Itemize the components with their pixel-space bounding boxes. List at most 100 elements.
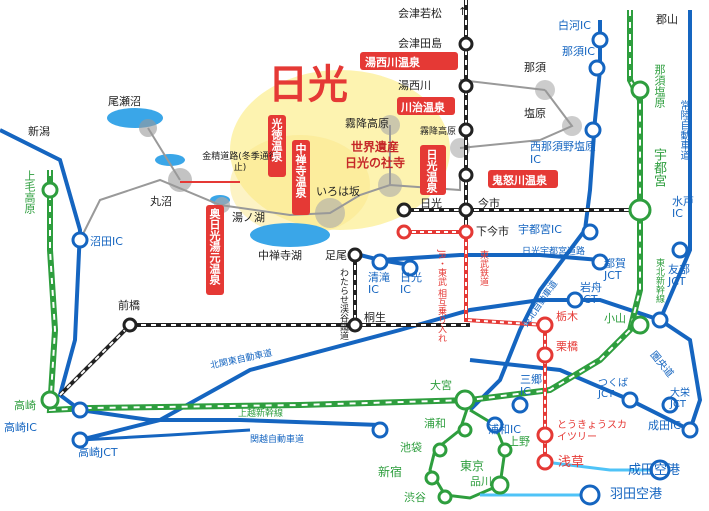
ic-otama: 大栄JCT xyxy=(670,388,690,410)
road-tobu: 東武鉄道 xyxy=(478,250,488,286)
onsen-kotoku: 光徳温泉 xyxy=(270,118,283,162)
station-ueno: 上野 xyxy=(508,435,530,448)
road-kanetsu: 関越自動車道 xyxy=(250,435,305,445)
station-skytree: とうきょうスカイツリー xyxy=(557,420,627,443)
onsen-kinugawa-bg xyxy=(488,170,558,188)
station-nikko: 日光 xyxy=(420,197,442,210)
station-kirifuri-small: 霧降高原 xyxy=(420,127,457,137)
station-jomokogen: 上毛高原 xyxy=(23,170,36,214)
road-kinrei: 金精道路(冬季通行止) xyxy=(202,152,278,173)
station-omiya: 大宮 xyxy=(430,379,452,392)
yamanote-line xyxy=(428,399,507,500)
ic-tsukuba: つくばJCT xyxy=(598,378,628,400)
arrow-north: ↑ xyxy=(458,5,468,18)
label-koriyama: 郡山 xyxy=(656,13,678,26)
ic-takasaki-jct: 高崎JCT xyxy=(78,446,118,459)
ic-misato: 三郷IC xyxy=(520,373,542,399)
onsen-kawaji-bg xyxy=(397,97,455,115)
tohoku-expressway xyxy=(468,20,602,412)
station-shimoimaichi: 下今市 xyxy=(476,225,509,238)
road-tohoku-shinkansen: 東北新幹線 xyxy=(654,258,664,303)
onsen-yumoto-bg xyxy=(206,205,224,295)
station-nasu: 那須 xyxy=(524,61,546,74)
onsen-chuzenji: 中禅寺温泉 xyxy=(294,143,307,198)
label-niigata: 新潟 xyxy=(28,125,50,138)
station-asakusa: 浅草 xyxy=(558,455,585,470)
ic-nasu: 那須IC xyxy=(562,45,595,58)
airport-narita: 成田空港 xyxy=(628,463,681,478)
onsen-chuzenji-bg xyxy=(292,140,310,215)
station-urawa: 浦和 xyxy=(424,417,446,430)
ic-takasaki: 高崎IC xyxy=(4,421,37,434)
ic-utsunomiya: 宇都宮IC xyxy=(518,223,562,236)
ic-urawa: 浦和IC xyxy=(488,423,521,436)
road-shiobara xyxy=(459,89,574,149)
chuzenji-lake xyxy=(250,223,330,247)
road-ozenuma xyxy=(147,127,181,181)
station-kirifuri-kogen: 霧降高原 xyxy=(345,117,389,130)
onsen-kinugawa: 鬼怒川温泉 xyxy=(492,173,548,187)
station-marunuma: 丸沼 xyxy=(150,195,172,208)
station-kiryu: 桐生 xyxy=(364,311,386,324)
onsen-nikko-bg xyxy=(420,145,446,195)
road-watarase: わたらせ渓谷鐵道 xyxy=(338,268,348,340)
ic-nishinasuno: 西那須野塩原IC xyxy=(530,140,596,167)
spot-world-heritage: 世界遺産 日光の社寺 xyxy=(344,140,405,170)
station-utsunomiya: 宇都宮 xyxy=(651,148,666,187)
kanetsu-expressway xyxy=(79,408,381,427)
onsen-yunishigawa-bg xyxy=(360,52,458,70)
onsen-badges: 湯西川温泉 川治温泉 鬼怒川温泉 xyxy=(206,52,558,295)
ic-mito: 水戸IC xyxy=(672,195,694,221)
station-shiobara: 塩原 xyxy=(524,107,546,120)
road-joban: 常陸自動車道 xyxy=(678,100,689,160)
ic-kiyotaki: 清滝IC xyxy=(368,271,390,297)
station-ashio: 足尾 xyxy=(325,249,347,262)
station-irohazaka: いろは坂 xyxy=(316,185,360,198)
station-tokyo: 東京 xyxy=(460,459,485,473)
airport-line-narita xyxy=(544,460,660,472)
station-aizutajima: 会津田島 xyxy=(398,37,442,50)
label-aizu: 会津若松 xyxy=(398,7,442,20)
ic-nodes xyxy=(71,31,699,506)
onsen-yumoto: 奥日光湯元温泉 xyxy=(208,208,221,285)
station-kurihashi: 栗橋 xyxy=(556,340,578,353)
ryomo-line-dash xyxy=(59,324,470,396)
station-shinjuku: 新宿 xyxy=(378,465,403,479)
nikko-title: 日光 xyxy=(268,62,348,108)
station-nodes xyxy=(40,36,652,505)
station-yunoko: 湯ノ湖 xyxy=(232,211,265,224)
station-imaichi: 今市 xyxy=(478,197,500,210)
airport-haneda: 羽田空港 xyxy=(610,487,663,502)
station-maebashi: 前橋 xyxy=(118,299,140,312)
joetsu-shinkansen-dash xyxy=(48,170,471,412)
station-shibuya: 渋谷 xyxy=(404,491,426,504)
kenodo xyxy=(469,358,691,432)
onsen-yunishigawa: 湯西川温泉 xyxy=(365,55,421,69)
station-shinagawa: 品川 xyxy=(470,475,492,488)
ic-nikko: 日光IC xyxy=(400,271,422,297)
ic-narita: 成田IC xyxy=(648,419,681,432)
station-ikebukuro: 池袋 xyxy=(400,441,422,454)
kitakanto-east xyxy=(658,318,703,431)
road-joshinetsu: 上越新幹線 xyxy=(238,409,284,419)
road-jr-tobu: JR・東武 相互乗り入れ xyxy=(436,250,446,343)
kitakanto-expressway xyxy=(79,298,661,442)
station-nasushiobara: 那須塩原 xyxy=(653,64,666,108)
station-chuzenjiko: 中禅寺湖 xyxy=(258,249,302,262)
ic-iwafune: 岩舟JCT xyxy=(580,281,602,307)
ic-numata: 沼田IC xyxy=(90,235,123,248)
kanetsu-expressway-north xyxy=(0,128,83,412)
ic-tomobe: 友部JCT xyxy=(668,263,690,289)
onsen-kawaji: 川治温泉 xyxy=(400,100,446,114)
station-ojiri: 尾瀬沼 xyxy=(108,95,141,108)
joban-expressway xyxy=(658,10,692,321)
station-tochigi: 栃木 xyxy=(556,310,578,323)
onsen-kotoku-bg xyxy=(268,115,286,177)
road-nasu xyxy=(459,79,546,91)
small-lake xyxy=(155,154,185,166)
kanetsu-south xyxy=(79,428,251,442)
road-nikko-utsunomiya: 日光宇都宮道路 xyxy=(522,247,586,257)
nikko-utsunomiya-road xyxy=(379,253,601,262)
